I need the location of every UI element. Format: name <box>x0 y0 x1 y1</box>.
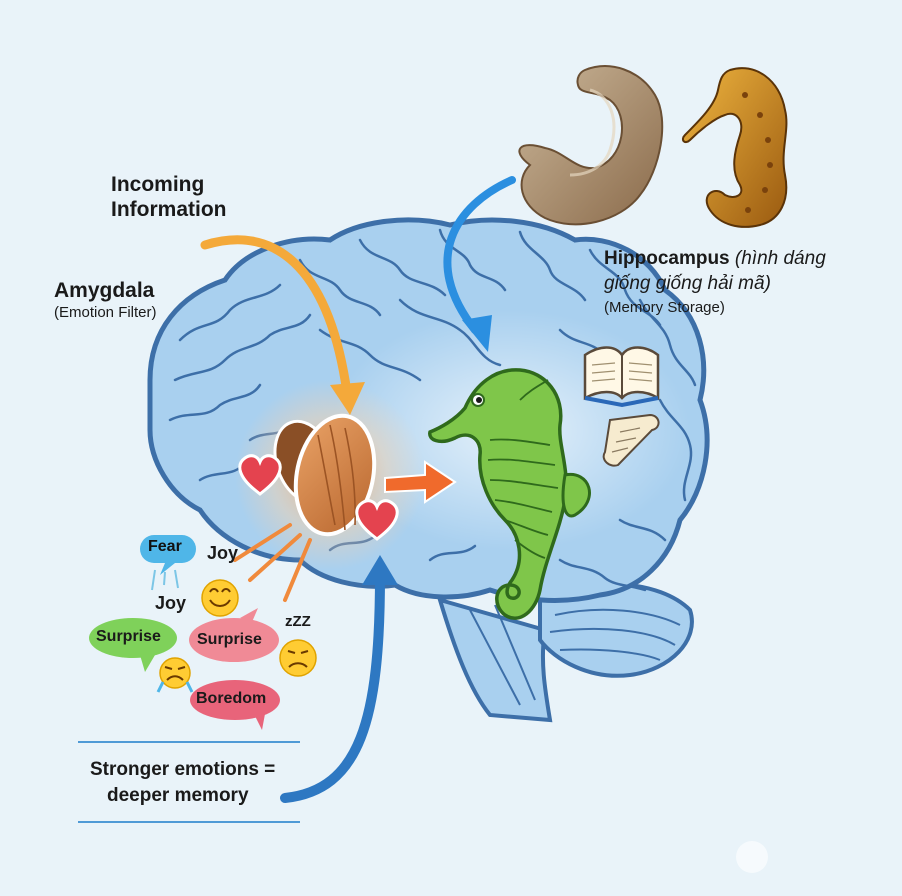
emotion-joy-label-2: Joy <box>155 593 187 613</box>
emotion-surprise-label-2: Surprise <box>197 631 262 648</box>
seahorse-icon <box>428 368 591 620</box>
smile-emoji-icon <box>201 579 239 617</box>
sad-emoji-icon <box>279 639 317 677</box>
amygdala-subtitle: (Emotion Filter) <box>54 304 157 321</box>
hippocampus-note-line2: giống giống hải mã) <box>604 273 771 294</box>
incoming-label-line2: Information <box>111 198 227 221</box>
amygdala-title: Amygdala <box>54 279 155 302</box>
book-icon <box>583 346 660 408</box>
emotion-joy-label-1: Joy <box>207 543 239 563</box>
seahorse-photo-image <box>681 67 788 228</box>
emotion-fear-label: Fear <box>148 538 182 555</box>
incoming-label-line1: Incoming <box>111 173 205 196</box>
brain-stem <box>437 597 553 723</box>
hippocampus-subtitle: (Memory Storage) <box>604 299 725 316</box>
heart-icon <box>355 499 399 541</box>
emotion-rays <box>233 523 312 602</box>
sleep-zzz-label: zZZ <box>285 613 311 630</box>
hippocampus-title-line: Hippocampus (hình dáng <box>604 248 826 270</box>
heart-icon <box>238 454 282 496</box>
emotion-boredom-label: Boredom <box>196 690 267 707</box>
boredom-bubble <box>190 680 280 730</box>
surprise-green-bubble <box>89 618 177 672</box>
crying-emoji-icon <box>156 657 194 693</box>
hippocampus-note: (hình dáng <box>734 248 826 269</box>
incoming-arrow <box>200 235 365 415</box>
surprise-pink-bubble <box>189 608 279 662</box>
conclusion-line1: Stronger emotions = <box>90 759 276 780</box>
hippocampus-arrow <box>443 176 516 352</box>
transfer-arrow <box>384 460 457 504</box>
memory-arrow <box>280 555 398 803</box>
hippocampus-title: Hippocampus <box>604 248 730 269</box>
scroll-icon <box>602 413 660 467</box>
almond-icon <box>273 413 377 537</box>
emotion-surprise-label-1: Surprise <box>96 628 161 645</box>
fear-bubble <box>140 535 196 591</box>
watermark-icon <box>736 841 768 873</box>
hippocampus-specimen-image <box>518 65 664 226</box>
conclusion-line2: deeper memory <box>107 785 249 806</box>
